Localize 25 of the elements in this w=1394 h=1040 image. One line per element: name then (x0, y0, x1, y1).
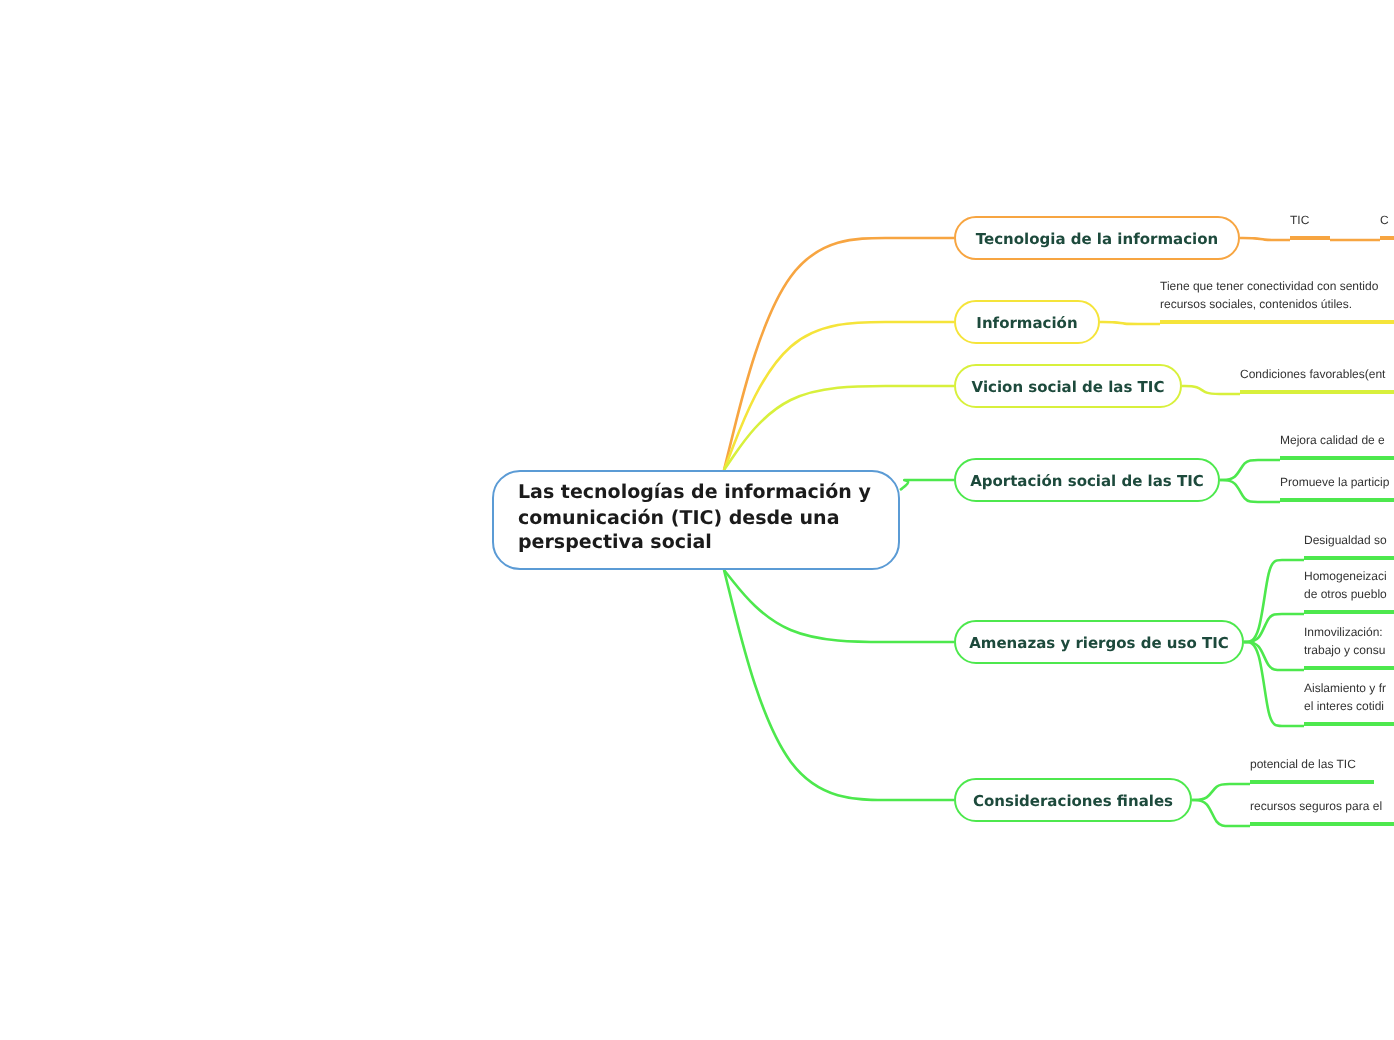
central-topic-box (492, 470, 900, 570)
connector-line (722, 236, 954, 471)
topic-box (954, 364, 1182, 408)
topic-box (954, 458, 1220, 502)
topic-box (954, 620, 1244, 664)
connector-line (899, 478, 954, 492)
connector-line (723, 569, 954, 644)
connector-line (1330, 238, 1380, 242)
topic-box (954, 300, 1100, 344)
connector-line (1182, 384, 1240, 396)
connector-line (1100, 320, 1160, 326)
connector-line (1192, 782, 1250, 802)
connector-line (722, 384, 954, 471)
connector-line (722, 569, 954, 802)
connector-line (1220, 478, 1280, 504)
topic-box (954, 216, 1240, 260)
connector-line (1244, 558, 1304, 644)
topic-box (954, 778, 1192, 822)
connector-line (722, 320, 954, 471)
connector-line (1244, 612, 1304, 644)
connector-line (1240, 236, 1290, 242)
connector-line (1220, 458, 1280, 482)
topic-title: Las tecnologías de información y comunicación (TIC) desde una perspectiva social (518, 482, 873, 558)
connector-line (1192, 798, 1250, 828)
connector-line (1244, 640, 1304, 728)
